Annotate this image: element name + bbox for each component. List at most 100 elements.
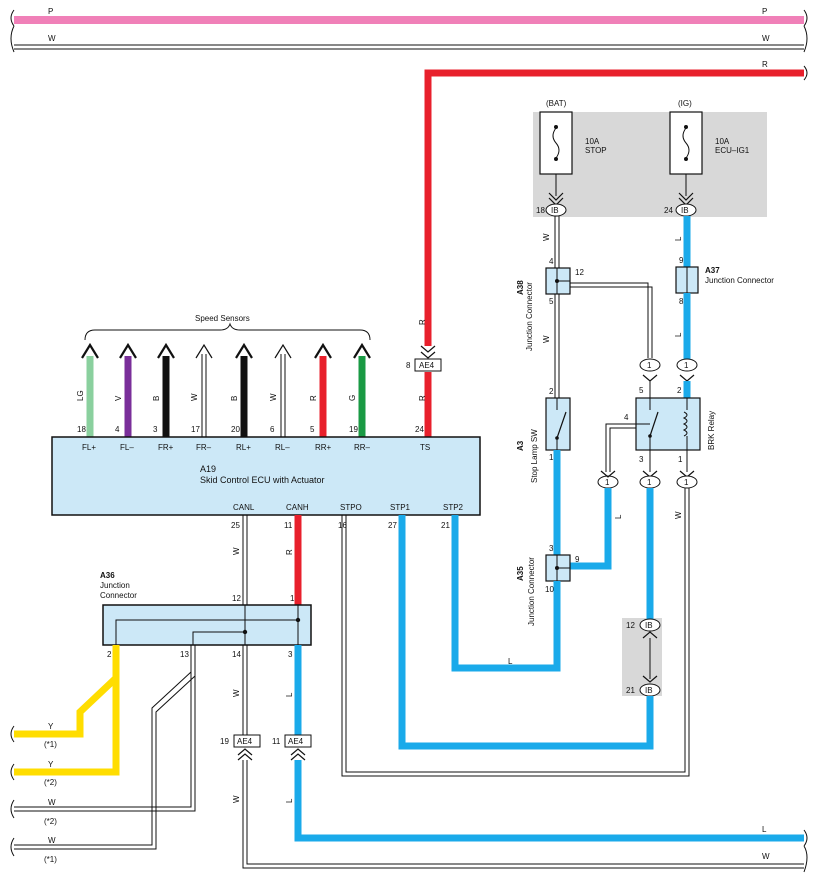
ib-connector-lower: IB 12 IB 21	[626, 618, 661, 697]
wire-r-ts: R R R	[418, 60, 808, 437]
ae4-connector-left: AE4 19 W	[220, 734, 261, 860]
svg-text:W: W	[232, 547, 241, 555]
svg-text:4: 4	[624, 413, 629, 422]
sensor-arrow	[235, 342, 253, 359]
sensor-wire-label: R	[309, 395, 318, 401]
ecu-pin-number: 18	[77, 425, 86, 434]
svg-text:R: R	[418, 395, 427, 401]
svg-text:19: 19	[220, 737, 229, 746]
svg-text:8: 8	[679, 297, 684, 306]
ecu-pin-name: TS	[420, 443, 430, 452]
wire-l-bottom-bus	[294, 760, 804, 842]
ecu-pin-number: 3	[153, 425, 158, 434]
svg-text:8: 8	[406, 361, 411, 370]
relay-connector-top-right: 1 2	[676, 358, 698, 398]
svg-text:10A: 10A	[585, 137, 600, 146]
ecu-name: Skid Control ECU with Actuator	[200, 475, 325, 485]
svg-text:A3: A3	[516, 440, 525, 451]
svg-text:1: 1	[684, 478, 689, 487]
sensor-wire-label: B	[152, 396, 161, 401]
svg-text:R: R	[285, 549, 294, 555]
sensor-arrow	[81, 342, 99, 359]
connector-relay-4: 1	[597, 470, 619, 489]
bus-break-left-top	[10, 9, 15, 53]
svg-text:4: 4	[549, 257, 554, 266]
sensor-arrow	[314, 342, 332, 359]
svg-text:2: 2	[549, 387, 554, 396]
ecu-pin-name: STP2	[443, 503, 464, 512]
wire-label-w-bottom: W	[762, 852, 770, 861]
stop-lamp-switch-a3: 2 1 A3 Stop Lamp SW	[516, 387, 571, 483]
wire-w-2	[14, 645, 196, 812]
svg-text:9: 9	[575, 555, 580, 564]
bus-break-left-bottom	[10, 725, 15, 857]
ecu-pin-number: 5	[310, 425, 315, 434]
wire-stop-w: W	[542, 216, 560, 268]
brk-relay: 4 3 1 BRK Relay	[624, 397, 716, 464]
wire-l-9	[570, 488, 612, 570]
relay-connector-top-left: 1 5	[639, 358, 661, 398]
svg-text:W: W	[762, 34, 770, 43]
svg-text:5: 5	[549, 297, 554, 306]
svg-text:IB: IB	[645, 686, 653, 695]
svg-text:10A: 10A	[715, 137, 730, 146]
ecu-pin-name: CANH	[286, 503, 309, 512]
svg-text:Y: Y	[48, 760, 54, 769]
svg-text:IB: IB	[681, 206, 689, 215]
svg-text:W: W	[48, 798, 56, 807]
svg-text:Junction Connector: Junction Connector	[525, 282, 534, 351]
svg-text:1: 1	[290, 594, 295, 603]
svg-text:Junction Connector: Junction Connector	[527, 557, 536, 626]
svg-text:IB: IB	[645, 621, 653, 630]
bus-w: W W	[14, 34, 804, 50]
svg-text:24: 24	[664, 206, 673, 215]
wire-canl: W	[232, 515, 248, 605]
svg-text:1: 1	[549, 453, 554, 462]
ecu-pin-name: FL+	[82, 443, 96, 452]
svg-text:W: W	[48, 836, 56, 845]
sensor-wire-label: B	[230, 396, 239, 401]
wire-y-1	[14, 645, 120, 738]
svg-text:A38: A38	[516, 280, 525, 295]
svg-text:(IG): (IG)	[678, 99, 692, 108]
connector-relay-1: 1 W	[674, 450, 698, 519]
svg-text:A35: A35	[516, 566, 525, 581]
svg-text:L: L	[285, 692, 294, 697]
svg-text:W: W	[542, 335, 551, 343]
wire-relay-4	[605, 423, 636, 472]
svg-text:W: W	[232, 689, 241, 697]
ae4-connector-right: AE4 11 L	[272, 734, 312, 803]
ecu-pin-number: 16	[338, 521, 347, 530]
sensor-arrow	[195, 343, 213, 359]
svg-text:BRK Relay: BRK Relay	[707, 411, 716, 450]
sensor-wire-label: W	[269, 393, 278, 401]
svg-text:W: W	[48, 34, 56, 43]
ecu-pin-number: 17	[191, 425, 200, 434]
sensor-wire-label: V	[114, 395, 123, 401]
svg-text:1: 1	[684, 361, 689, 370]
sensor-arrow	[274, 343, 292, 359]
svg-text:Junction: Junction	[100, 581, 130, 590]
bus-p: P P	[14, 7, 804, 24]
svg-text:AE4: AE4	[288, 737, 304, 746]
wire-a36-14: W	[232, 645, 248, 735]
bus-break-right-top	[803, 9, 808, 53]
sensor-wire-label: W	[190, 393, 199, 401]
ecu-pin-name: RL+	[236, 443, 251, 452]
svg-text:1: 1	[647, 478, 652, 487]
svg-text:9: 9	[679, 256, 684, 265]
fuse-ecu-ig1: (IG) 10A ECU–IG1 IB 24	[664, 99, 750, 217]
wire-a38-12	[570, 282, 653, 358]
left-wire-labels: Y (*1) Y (*2) W (*2) W (*1)	[44, 722, 57, 864]
ecu-pin-name: STPO	[340, 503, 362, 512]
svg-text:L: L	[285, 798, 294, 803]
wire-a38-a3: W	[542, 294, 560, 398]
ecu-pin-number: 11	[284, 521, 293, 530]
ecu-pin-number: 25	[231, 521, 240, 530]
speed-sensors-brace	[84, 322, 371, 341]
wire-w-1	[14, 671, 196, 850]
ecu-pin-name: RR–	[354, 443, 371, 452]
ecu-pin-name: RL–	[275, 443, 290, 452]
svg-text:Junction Connector: Junction Connector	[705, 276, 774, 285]
